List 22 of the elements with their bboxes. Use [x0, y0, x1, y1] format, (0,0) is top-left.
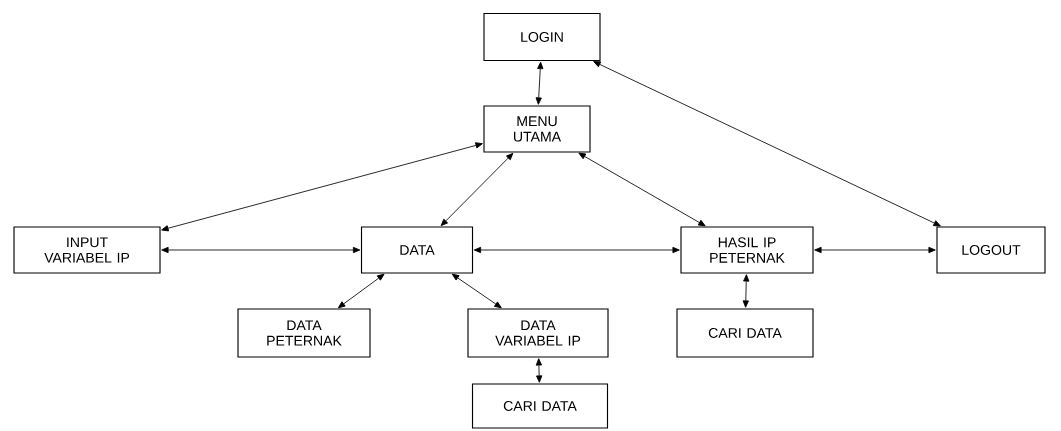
arrow: [742, 274, 750, 308]
process-box: DATA PETERNAK: [237, 308, 371, 358]
arrow: [451, 273, 502, 309]
process-box: CARI DATA: [471, 383, 609, 429]
process-box: DATA: [360, 226, 474, 274]
process-box: CARI DATA: [676, 308, 814, 358]
process-box: HASIL IP PETERNAK: [680, 226, 814, 274]
process-box: LOGIN: [483, 12, 601, 62]
arrow: [535, 358, 543, 383]
arrow: [593, 61, 941, 227]
arrow: [578, 152, 706, 227]
arrow: [814, 246, 936, 254]
arrow: [161, 246, 361, 254]
arrow: [535, 61, 544, 105]
arrow: [161, 142, 483, 232]
arrow: [440, 152, 514, 227]
process-box: MENU UTAMA: [483, 105, 591, 153]
process-box: INPUT VARIABEL IP: [13, 226, 161, 274]
arrow: [337, 273, 385, 309]
process-box: LOGOUT: [936, 226, 1046, 274]
process-box: DATA VARIABEL IP: [467, 308, 609, 358]
arrow: [473, 246, 680, 254]
